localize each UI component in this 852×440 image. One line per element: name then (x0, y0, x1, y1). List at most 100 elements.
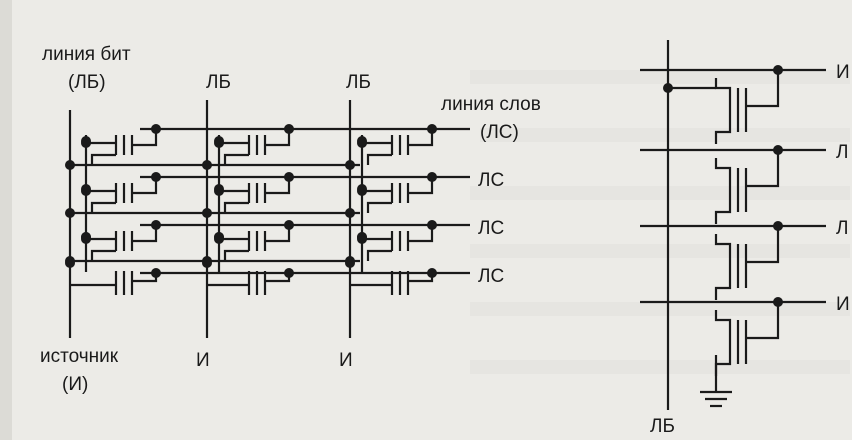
nand-label-2: Л (836, 142, 848, 163)
page-edge (0, 0, 12, 440)
word-line-short-3: ЛС (478, 218, 504, 239)
nand-string: И Л Л И ЛБ (640, 40, 850, 437)
bit-line-short-3: ЛБ (346, 72, 371, 93)
nor-cell-3-2 (345, 172, 437, 218)
cell-source-junction (65, 160, 75, 170)
cell-gate-junction (151, 268, 161, 278)
bit-lines (68, 100, 364, 338)
cell-gate-junction (284, 268, 294, 278)
source-abbrev: (И) (62, 374, 88, 395)
nor-cell-2-2 (202, 172, 294, 218)
nand-cells (714, 65, 783, 376)
cell-source-lead (223, 201, 249, 213)
cell-gate-lead (408, 177, 434, 195)
cell-gate-junction (284, 220, 294, 230)
bit-line-junction-1-1 (81, 136, 91, 146)
nand-gate-lead (746, 70, 780, 108)
bit-line-junction-1-3 (81, 232, 91, 242)
bit-line-title: линия бит (42, 44, 131, 65)
bit-line-junction-1-2 (81, 184, 91, 194)
nand-bit-line-label: ЛБ (650, 416, 675, 437)
cell-gate-lead (408, 129, 434, 147)
cell-source-junction (345, 160, 355, 170)
cell-source-junction (202, 208, 212, 218)
nand-channel (714, 78, 732, 144)
nor-cell-3-4 (345, 232, 437, 295)
word-line-short-4: ЛС (478, 266, 504, 287)
cell-source-lead (90, 201, 116, 213)
cell-gate-junction (427, 124, 437, 134)
cell-source-lead (366, 153, 392, 165)
cell-gate-junction (427, 172, 437, 182)
source-short-2: И (196, 350, 210, 371)
source-rails (70, 163, 360, 263)
nand-label-1: И (836, 62, 850, 83)
bit-line-junction-2-3 (214, 232, 224, 242)
nand-gate-junction (773, 221, 783, 231)
cell-source-lead (366, 249, 392, 261)
cell-gate-junction (151, 220, 161, 230)
nor-cell-3-1 (345, 124, 437, 170)
cell-gate-lead (408, 225, 434, 243)
cell-gate-junction (427, 268, 437, 278)
cell-source-lead (90, 153, 116, 165)
cell-source-junction (345, 208, 355, 218)
cell-gate-lead (265, 225, 291, 243)
nand-gate-lead (746, 226, 780, 264)
bit-line-junction-2-2 (214, 184, 224, 194)
cell-gate-junction (284, 172, 294, 182)
source-short-3: И (339, 350, 353, 371)
nand-gate-junction (773, 65, 783, 75)
nor-cell-1-2 (65, 172, 161, 218)
nand-gate-lead (746, 302, 780, 340)
source-title: источник (40, 346, 119, 367)
cell-source-lead (90, 249, 116, 261)
nand-channel (714, 234, 732, 300)
bit-line-short-2: ЛБ (206, 72, 231, 93)
nand-label-3: Л (836, 218, 848, 239)
nand-channel (714, 158, 732, 224)
cell-gate-lead (132, 225, 158, 243)
cell-gate-lead (132, 177, 158, 195)
cell-gate-junction (284, 124, 294, 134)
word-line-title: линия слов (441, 94, 541, 115)
cell-source-junction (65, 208, 75, 218)
nor-cell-1-3 (65, 220, 161, 266)
nand-gate-junction (773, 297, 783, 307)
cell-gate-lead (265, 129, 291, 147)
paper-show-through (470, 70, 850, 374)
nor-cell-2-1 (202, 124, 294, 170)
nor-cell-1-4 (65, 232, 161, 295)
nor-cell-1-1 (65, 124, 161, 170)
word-line-abbrev: (ЛС) (480, 122, 519, 143)
nand-cell-2 (714, 145, 783, 224)
cell-source-junction (202, 258, 212, 268)
nor-array: линия бит (ЛБ) ЛБ ЛБ линия слов (ЛС) ЛС … (40, 44, 541, 395)
ground-icon (700, 355, 732, 408)
bit-line-junction-3-1 (357, 136, 367, 146)
nand-cell-3 (714, 221, 783, 300)
nand-cell-1 (714, 65, 783, 144)
cell-source-lead (223, 249, 249, 261)
cell-source-lead (366, 201, 392, 213)
cell-source-junction (65, 258, 75, 268)
bit-line-junction-3-3 (357, 232, 367, 242)
cell-gate-lead (132, 129, 158, 147)
bit-line-junction-3-2 (357, 184, 367, 194)
nor-cells (65, 124, 437, 295)
nand-gate-junction (773, 145, 783, 155)
word-lines (140, 127, 470, 275)
cell-gate-lead (265, 177, 291, 195)
cell-gate-junction (151, 172, 161, 182)
nand-label-4: И (836, 294, 850, 315)
nor-cell-2-3 (202, 220, 294, 266)
cell-gate-junction (151, 124, 161, 134)
cell-source-lead (223, 153, 249, 165)
nand-gate-lead (746, 150, 780, 188)
bit-line-junction-2-1 (214, 136, 224, 146)
cell-source-junction (202, 160, 212, 170)
word-line-short-2: ЛС (478, 170, 504, 191)
cell-gate-junction (427, 220, 437, 230)
nor-cell-3-3 (345, 220, 437, 266)
